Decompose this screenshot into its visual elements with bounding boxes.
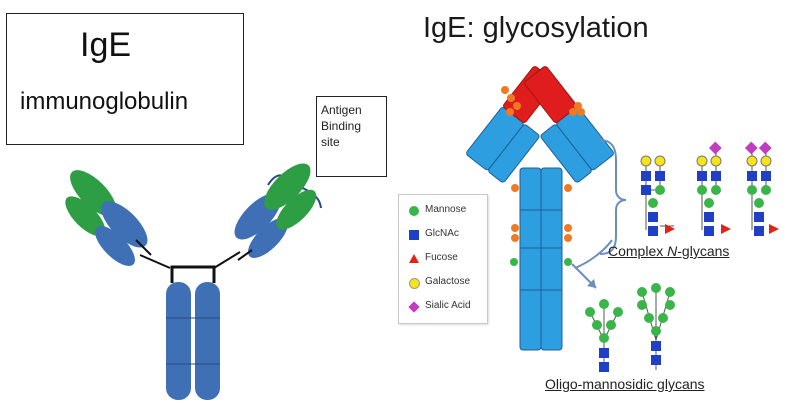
title-box <box>6 13 244 145</box>
glcnac-square-icon <box>409 230 419 240</box>
glycan-dot <box>564 184 572 192</box>
oligo-mannosidic-glycans-label: Oligo-mannosidic glycans <box>545 376 705 392</box>
right-title: IgE: glycosylation <box>423 12 649 44</box>
glycan-dot <box>511 224 519 232</box>
legend-item-mannose: Mannose <box>399 203 489 219</box>
legend-item-fucose: Fucose <box>399 251 489 267</box>
glycan-dot <box>569 108 577 116</box>
glycan-dot <box>507 94 515 102</box>
legend-item-galactose: Galactose <box>399 275 489 291</box>
complex-glycan-tree-1 <box>640 155 675 236</box>
glycan-dot <box>564 258 572 266</box>
left-light-link <box>135 239 152 256</box>
fab-right-heavy <box>234 163 311 240</box>
fab-right-arm <box>524 66 614 183</box>
fc-chain-left <box>519 167 542 351</box>
galactose-circle-icon <box>409 278 420 289</box>
legend-label: Sialic Acid <box>425 300 471 311</box>
complex-n-glycans-label: Complex N-glycans <box>608 243 729 259</box>
right-light-link <box>237 249 253 261</box>
complex-glycan-tree-2 <box>696 141 731 236</box>
left-arm-link <box>139 254 171 269</box>
left-title: IgE <box>80 26 132 64</box>
heavy-chain-right <box>195 282 220 400</box>
fab-right-light <box>248 189 317 258</box>
oligo-glycan-tree-1 <box>585 299 623 372</box>
fucose-triangle-icon <box>409 254 419 263</box>
glycan-dot <box>510 258 518 266</box>
brace-pointer <box>574 239 613 269</box>
callout-line-3: site <box>321 135 340 149</box>
legend-label: Mannose <box>425 204 467 215</box>
hinge-bridge <box>170 265 216 283</box>
legend-item-sialic-acid: Sialic Acid <box>399 299 489 315</box>
sialic-acid-diamond-icon <box>408 301 420 313</box>
oligo-arrowhead <box>587 279 596 288</box>
glycan-dot <box>506 108 514 116</box>
glycan-dot <box>574 102 582 110</box>
antigen-binding-callout: Antigen Binding site <box>316 96 387 177</box>
mannose-circle-icon <box>409 206 419 216</box>
legend-label: Fucose <box>425 252 458 263</box>
legend-item-glcnac: GlcNAc <box>399 227 489 243</box>
glycan-dot <box>501 86 509 94</box>
complex-glycan-brace <box>599 139 627 255</box>
complex-label-post: -glycans <box>677 243 730 259</box>
glycan-dot <box>511 234 519 242</box>
callout-line-2: Binding <box>321 119 362 133</box>
heavy-chain-left <box>166 282 191 400</box>
callout-line-1: Antigen <box>321 103 362 117</box>
oligo-glycan-tree-2 <box>637 283 675 370</box>
right-arm-link <box>213 251 241 269</box>
glycan-dot <box>511 184 519 192</box>
glycan-dot <box>564 224 572 232</box>
complex-glycan-tree-3 <box>744 141 779 236</box>
glycan-dot <box>564 234 572 242</box>
legend-label: Galactose <box>425 276 471 287</box>
fc-chain-right <box>540 167 563 351</box>
fab-left-heavy <box>70 170 148 248</box>
glycan-dot <box>513 102 521 110</box>
left-subtitle: immunoglobulin <box>20 88 189 115</box>
complex-label-pre: Complex <box>608 243 668 259</box>
complex-label-n: N <box>667 243 678 259</box>
legend: Mannose GlcNAc Fucose Galactose Sialic A… <box>398 194 488 324</box>
fab-left-light <box>65 196 135 266</box>
glycan-dot <box>577 108 585 116</box>
legend-label: GlcNAc <box>425 228 459 239</box>
